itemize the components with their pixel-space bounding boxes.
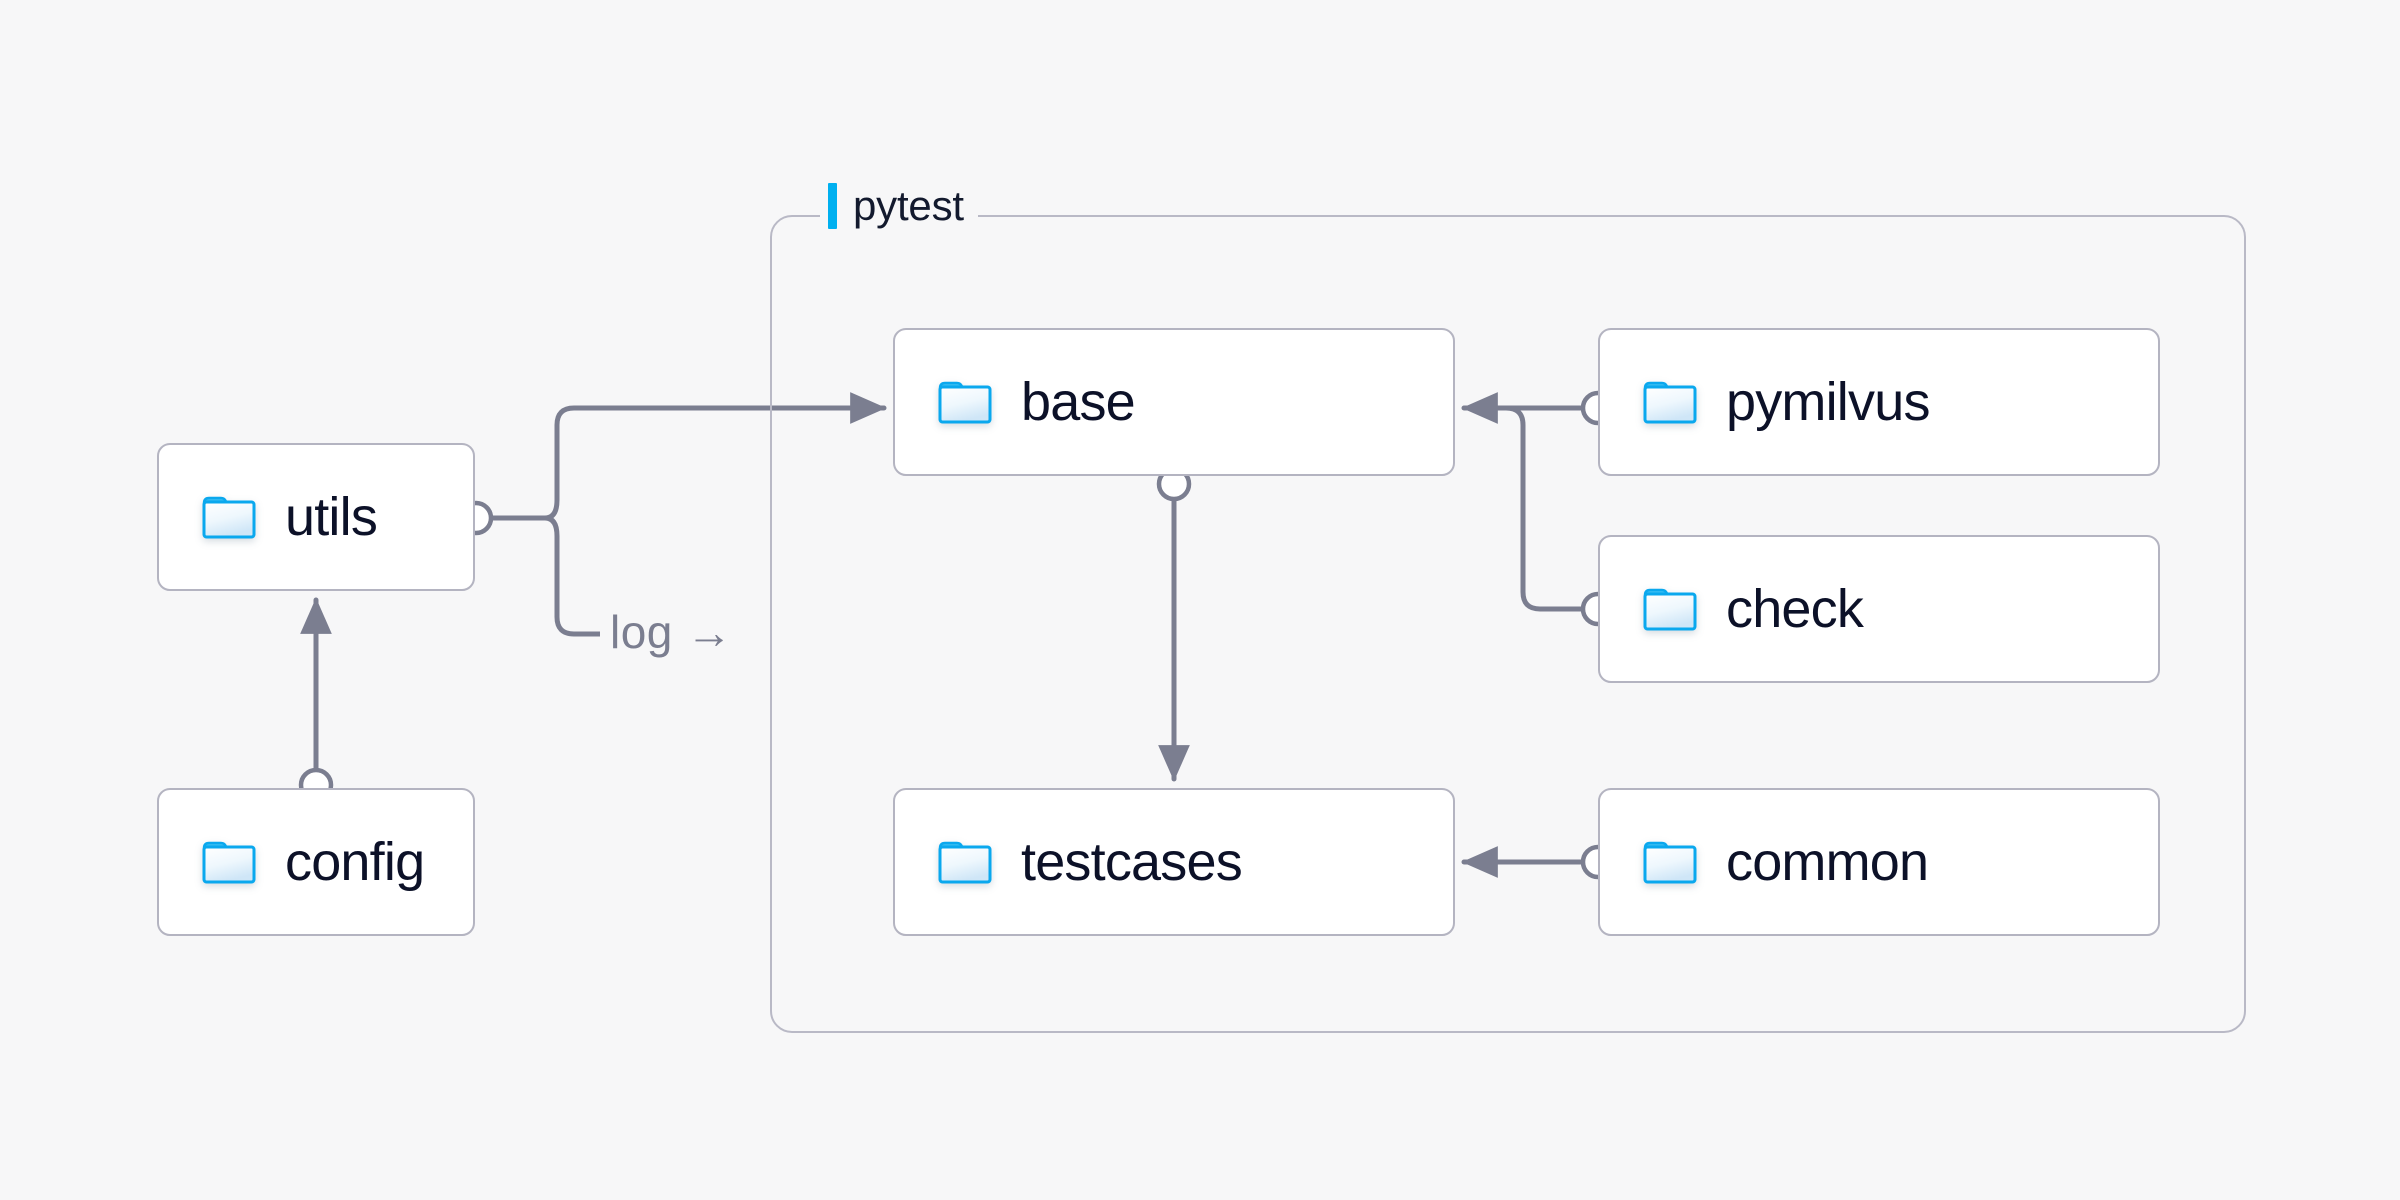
node-label: check [1726, 579, 1864, 639]
folder-icon [1643, 381, 1697, 424]
node-common[interactable]: common [1598, 788, 2160, 936]
node-label: config [285, 832, 425, 892]
group-label-pytest: pytest [820, 178, 978, 234]
node-testcases[interactable]: testcases [893, 788, 1455, 936]
node-check[interactable]: check [1598, 535, 2160, 683]
node-label: common [1726, 832, 1929, 892]
folder-icon [1643, 588, 1697, 631]
node-label: testcases [1021, 832, 1243, 892]
edge-label-log: log → [600, 605, 743, 659]
node-config[interactable]: config [157, 788, 475, 936]
accent-bar-icon [828, 183, 837, 229]
node-pymilvus[interactable]: pymilvus [1598, 328, 2160, 476]
node-label: pymilvus [1726, 372, 1930, 432]
node-utils[interactable]: utils [157, 443, 475, 591]
group-title: pytest [853, 182, 964, 229]
node-base[interactable]: base [893, 328, 1455, 476]
folder-icon [1643, 841, 1697, 884]
folder-icon [202, 841, 256, 884]
folder-icon [938, 841, 992, 884]
group-container-pytest [770, 215, 2246, 1033]
folder-icon [202, 496, 256, 539]
node-label: utils [285, 487, 378, 547]
edge-utils-to-log [542, 515, 603, 637]
folder-icon [938, 381, 992, 424]
node-label: base [1021, 372, 1136, 432]
